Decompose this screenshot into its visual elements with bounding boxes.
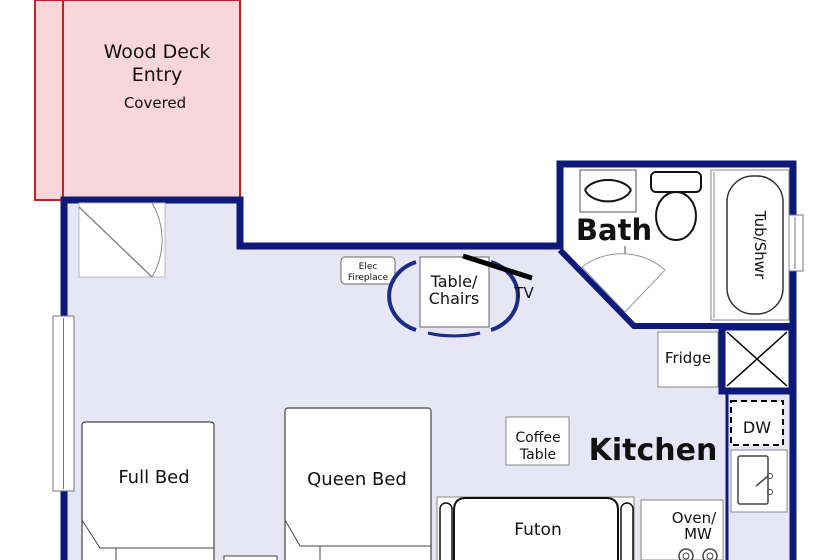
burner-1-inner [682, 552, 690, 560]
fireplace-box [340, 256, 396, 285]
oven-mw: Oven/ MW [640, 499, 724, 560]
coffee-table-box [505, 416, 570, 466]
utility-x2 [726, 331, 788, 387]
deck-title-line1: Wood Deck [104, 41, 211, 63]
nightstand [223, 555, 278, 560]
coffee-line2: Table [519, 447, 556, 463]
burner-2-inner [706, 552, 714, 560]
outer-wall [60, 160, 797, 560]
tub-shower: Tub/Shwr [710, 169, 790, 321]
chair-left [387, 260, 417, 332]
dw-label: DW [743, 418, 771, 437]
kitchen-sink-basin [737, 455, 769, 505]
fireplace-line1: Elec [359, 262, 378, 272]
table-line1: Table/ [430, 272, 478, 291]
sink-bowl [584, 189, 632, 203]
futon-arm-right [620, 502, 634, 560]
full-bed-frame [81, 421, 215, 560]
entry-door [78, 202, 166, 278]
bath-door-arc [581, 253, 666, 313]
utility-closet [722, 327, 792, 391]
fridge-box [657, 331, 719, 388]
bath-wall [557, 247, 793, 329]
toilet-tank [650, 171, 702, 193]
left-window [52, 315, 75, 492]
dw-box [730, 400, 784, 446]
queen-bed-sheet [284, 519, 431, 547]
coffee-table: Coffee Table [505, 416, 570, 466]
futon-back [453, 497, 619, 560]
full-bed-sheet [81, 519, 214, 549]
full-bed-label: Full Bed [118, 467, 189, 488]
burner-1 [678, 548, 694, 560]
kitchen-sink-faucet [755, 475, 769, 487]
toilet-bowl [655, 191, 697, 241]
kitchen-sink-tap2 [767, 489, 773, 495]
elec-fireplace: Elec Fireplace [340, 256, 396, 285]
bath-door [581, 246, 666, 313]
entry-door-frame [78, 202, 166, 278]
burner-2 [702, 548, 718, 560]
futon-arm-left [439, 502, 453, 560]
table-line2: Chairs [429, 289, 479, 308]
oven-line1: Oven/ [672, 509, 717, 527]
deck-title-line2: Entry [132, 64, 183, 86]
tv-screen [462, 253, 533, 281]
wood-deck: Wood Deck Entry Covered [34, 0, 241, 201]
kitchen-sink-tap [767, 473, 773, 479]
queen-bed-frame [284, 407, 432, 560]
kitchen-wall [718, 326, 793, 395]
sink-counter [579, 169, 637, 213]
entry-door-leaf [78, 206, 153, 278]
chair-bottom [427, 331, 481, 338]
table-chairs: Table/ Chairs [387, 256, 520, 338]
table-top [419, 256, 490, 328]
deck-outer [34, 0, 241, 201]
queen-bed: Queen Bed [284, 407, 432, 560]
futon: Futon [436, 496, 635, 560]
bath-label: Bath [576, 213, 652, 247]
tub-basin [726, 175, 784, 315]
coffee-line1: Coffee [515, 430, 560, 446]
dishwasher: DW [730, 400, 784, 446]
toilet [650, 171, 702, 241]
sink-rim [584, 179, 632, 191]
fridge-label: Fridge [665, 349, 711, 367]
oven-line2: MW [684, 525, 712, 543]
tv: TV [462, 253, 534, 302]
queen-bed-label: Queen Bed [307, 469, 407, 490]
futon-label: Futon [514, 520, 561, 540]
full-bed: Full Bed [81, 421, 215, 560]
kitchen-label: Kitchen [589, 433, 718, 468]
sink [579, 169, 637, 213]
kitchen-sink [730, 449, 788, 513]
fireplace-line2: Fireplace [348, 273, 389, 283]
tub-label: Tub/Shwr [751, 210, 769, 280]
deck-subtitle: Covered [124, 94, 186, 112]
tv-label: TV [513, 284, 534, 302]
fridge: Fridge [657, 331, 719, 388]
entry-door-arc [151, 202, 163, 278]
